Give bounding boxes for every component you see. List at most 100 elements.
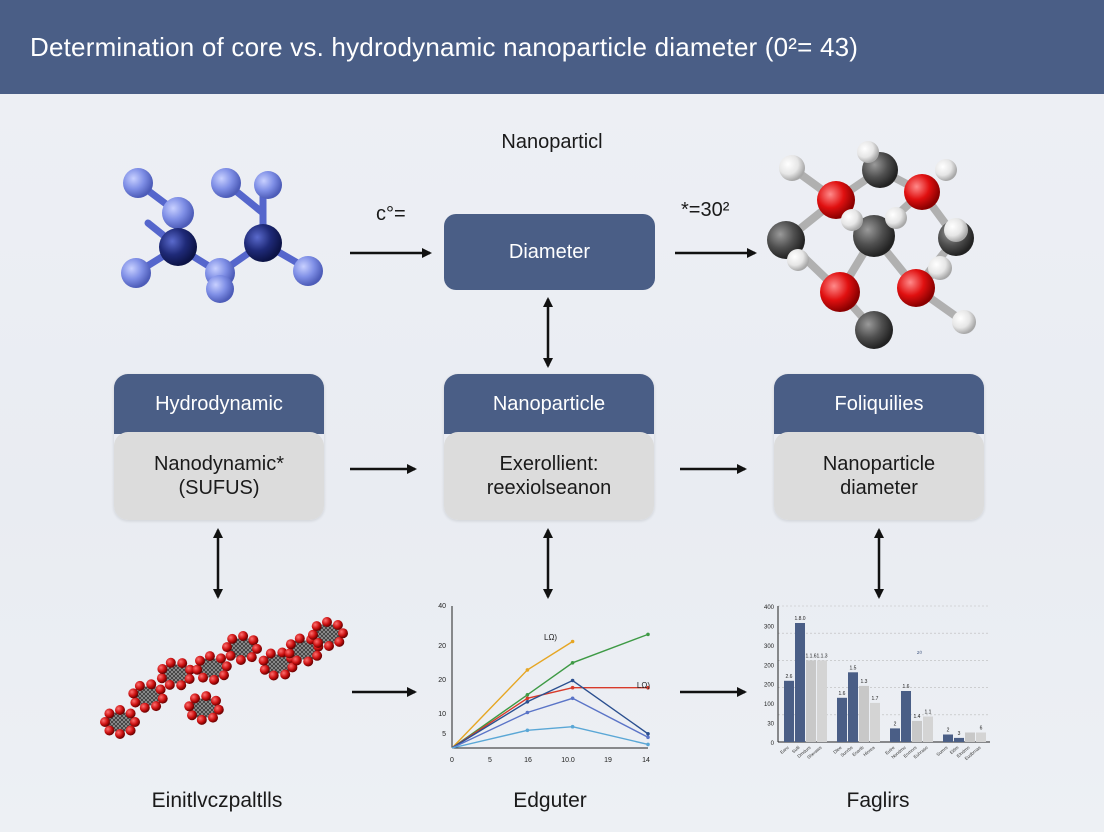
line-chart-point (525, 728, 530, 733)
diameter-box: Diameter (444, 214, 655, 290)
bar-chart-value-label: 1.4 (914, 714, 921, 720)
particle-core (163, 664, 189, 684)
line-chart-point (570, 685, 575, 690)
particle-atom (198, 672, 208, 683)
line-chart-point (570, 696, 575, 701)
particle-atom (280, 669, 291, 680)
particle-atom (219, 670, 229, 681)
particle-atom (225, 650, 236, 661)
cluster-particle (156, 657, 196, 691)
line-chart-point (525, 693, 530, 697)
bar-chart-bar (912, 720, 922, 742)
bar-chart-bar (890, 728, 900, 742)
line-chart-point (570, 661, 575, 665)
particle-atom (258, 655, 269, 666)
bar-chart-value-label: 1.7 (872, 696, 879, 702)
particle-atom (303, 656, 314, 667)
bar-chart-value-label: 2.6 (786, 674, 793, 680)
bar-chart-bar (848, 672, 858, 742)
line-chart-series (451, 686, 648, 749)
line-chart-x-tick: 14 (642, 757, 650, 764)
particle-atom (164, 679, 175, 690)
particle-atom (213, 704, 224, 715)
left-arrow-label: c°= (376, 203, 406, 225)
line-chart-point (525, 696, 530, 701)
card-foliquilies-line2: diameter (840, 477, 918, 499)
particle-atom (322, 617, 332, 627)
ring-molecule-illustration (767, 141, 976, 349)
bar-chart-bar (795, 623, 805, 742)
particle-atom (176, 680, 187, 691)
bottom-label-middle: Edguter (513, 789, 587, 812)
line-chart-point (525, 710, 530, 715)
bar-chart-y-tick: 30 (767, 722, 774, 728)
particle-atom (156, 673, 167, 684)
card-foliquilies-line1: Nanoparticle (822, 453, 936, 475)
card-hydrodynamic: Hydrodynamic Nanodynamic*(SUFUS) (114, 374, 324, 520)
particle-atom (334, 636, 345, 647)
line-chart-y-tick: 10 (438, 711, 446, 718)
cluster-particle (192, 651, 232, 685)
particle-atom (294, 633, 305, 644)
line-chart-point (525, 668, 530, 672)
particle-atom (187, 710, 197, 721)
particle-atom (134, 680, 145, 691)
header-bar: Determination of core vs. hydrodynamic n… (0, 0, 1104, 94)
card-nanoparticle: Nanoparticle Exerollient:reexiolseanon (444, 374, 654, 520)
bar-chart-y-tick: 200 (764, 683, 775, 689)
particle-atom (201, 691, 212, 702)
bar-chart-bar (837, 697, 847, 742)
line-chart-series (451, 640, 573, 749)
particle-atom (222, 642, 232, 653)
cluster-particle (128, 679, 168, 713)
bar-chart-value-label: 1.3 (861, 679, 868, 685)
particle-atom (204, 651, 215, 662)
particle-atom (185, 664, 196, 675)
bar-chart-y-tick: 400 (764, 605, 775, 611)
line-chart-series (451, 633, 649, 749)
particle-atom (211, 695, 221, 706)
particle-atom (125, 708, 136, 719)
line-chart-x-tick: 16 (524, 757, 532, 764)
bar-chart-bar (784, 680, 794, 742)
bar-chart-bar (901, 691, 911, 742)
bar-chart-y-tick: 100 (764, 702, 775, 708)
bar-chart-value-label: 1.1.3 (816, 653, 827, 659)
particle-atom (312, 650, 323, 661)
cluster-particle (222, 631, 262, 665)
particle-atom (115, 705, 125, 715)
bar-chart-value-label: 1.1 (925, 710, 932, 716)
bar-chart-bar (870, 702, 880, 742)
line-chart-x-tick: 0 (450, 757, 454, 764)
bar-chart: 4003003002002001003002.6Earu1.8.0Sulli1.… (764, 605, 990, 761)
particle-atom (195, 655, 205, 666)
line-chart-x-tick: 19 (604, 757, 612, 764)
line-chart-x-tick: 10.0 (561, 757, 575, 764)
line-chart-y-tick: 5 (442, 731, 446, 738)
particle-atom (284, 648, 295, 659)
particle-atom (208, 712, 218, 723)
particle-atom (157, 664, 168, 674)
particle-atom (308, 629, 318, 640)
particle-atom (313, 638, 324, 648)
particle-atom (130, 697, 141, 708)
particle-atom (268, 670, 279, 681)
particle-atom (227, 633, 238, 644)
particle-atom (338, 628, 348, 639)
card-hydrodynamic-body: Nanodynamic*(SUFUS) (114, 432, 324, 520)
nanoparticle-cluster-illustration (100, 617, 348, 739)
particle-atom (285, 639, 296, 650)
bar-chart-bar (859, 685, 869, 742)
cluster-particle (308, 617, 348, 651)
particle-atom (128, 688, 139, 699)
particle-atom (324, 641, 334, 651)
top-label-nanoparticle: Nanoparticl (501, 131, 603, 153)
particle-atom (184, 674, 195, 684)
blue-molecule-illustration (121, 168, 323, 303)
line-chart-point (570, 678, 575, 683)
bar-chart-bar (923, 716, 933, 742)
particle-atom (104, 708, 115, 719)
line-chart-point (646, 632, 650, 637)
bar-chart-bar (806, 660, 816, 742)
